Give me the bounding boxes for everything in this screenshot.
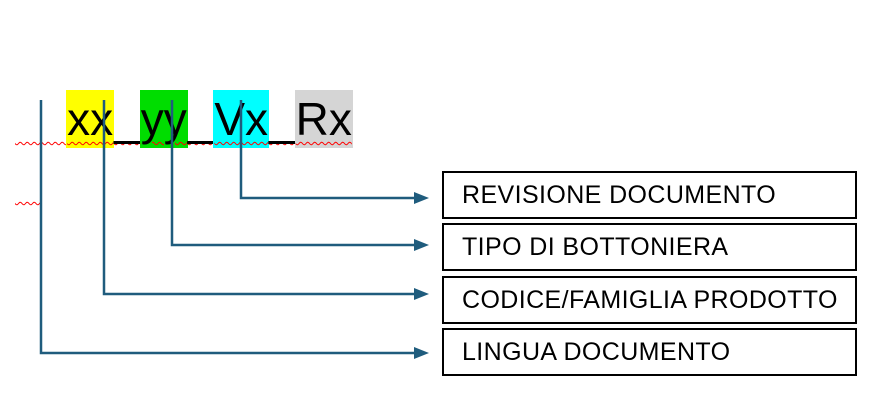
label-box-text: TIPO DI BOTTONIERA (462, 232, 729, 261)
filename-separator: _ (269, 93, 295, 145)
filename-part-yy: yy (139, 90, 188, 148)
filename-part-rx: Rx (294, 90, 353, 148)
label-box-lingua-documento: LINGUA DOCUMENTO (442, 328, 857, 376)
label-box-text: REVISIONE DOCUMENTO (462, 180, 777, 209)
label-box-text: CODICE/FAMIGLIA PRODOTTO (462, 285, 838, 314)
filename-pattern: xx_yy_Vx_Rx (15, 29, 353, 209)
label-box-text: LINGUA DOCUMENTO (462, 337, 731, 366)
arrowhead-icon (414, 239, 429, 251)
arrowhead-icon (414, 347, 429, 359)
label-box-tipo-di-bottoniera: TIPO DI BOTTONIERA (442, 223, 857, 271)
filename-part-xx: xx (66, 90, 115, 148)
label-box-revisione-documento: REVISIONE DOCUMENTO (442, 171, 857, 219)
label-box-codice-famiglia-prodotto: CODICE/FAMIGLIA PRODOTTO (442, 276, 857, 324)
filename-separator: _ (114, 93, 140, 145)
filename-part-vx: Vx (213, 90, 269, 148)
filename-separator: _ (187, 93, 214, 145)
arrowhead-icon (414, 288, 429, 300)
arrowhead-icon (414, 192, 429, 204)
